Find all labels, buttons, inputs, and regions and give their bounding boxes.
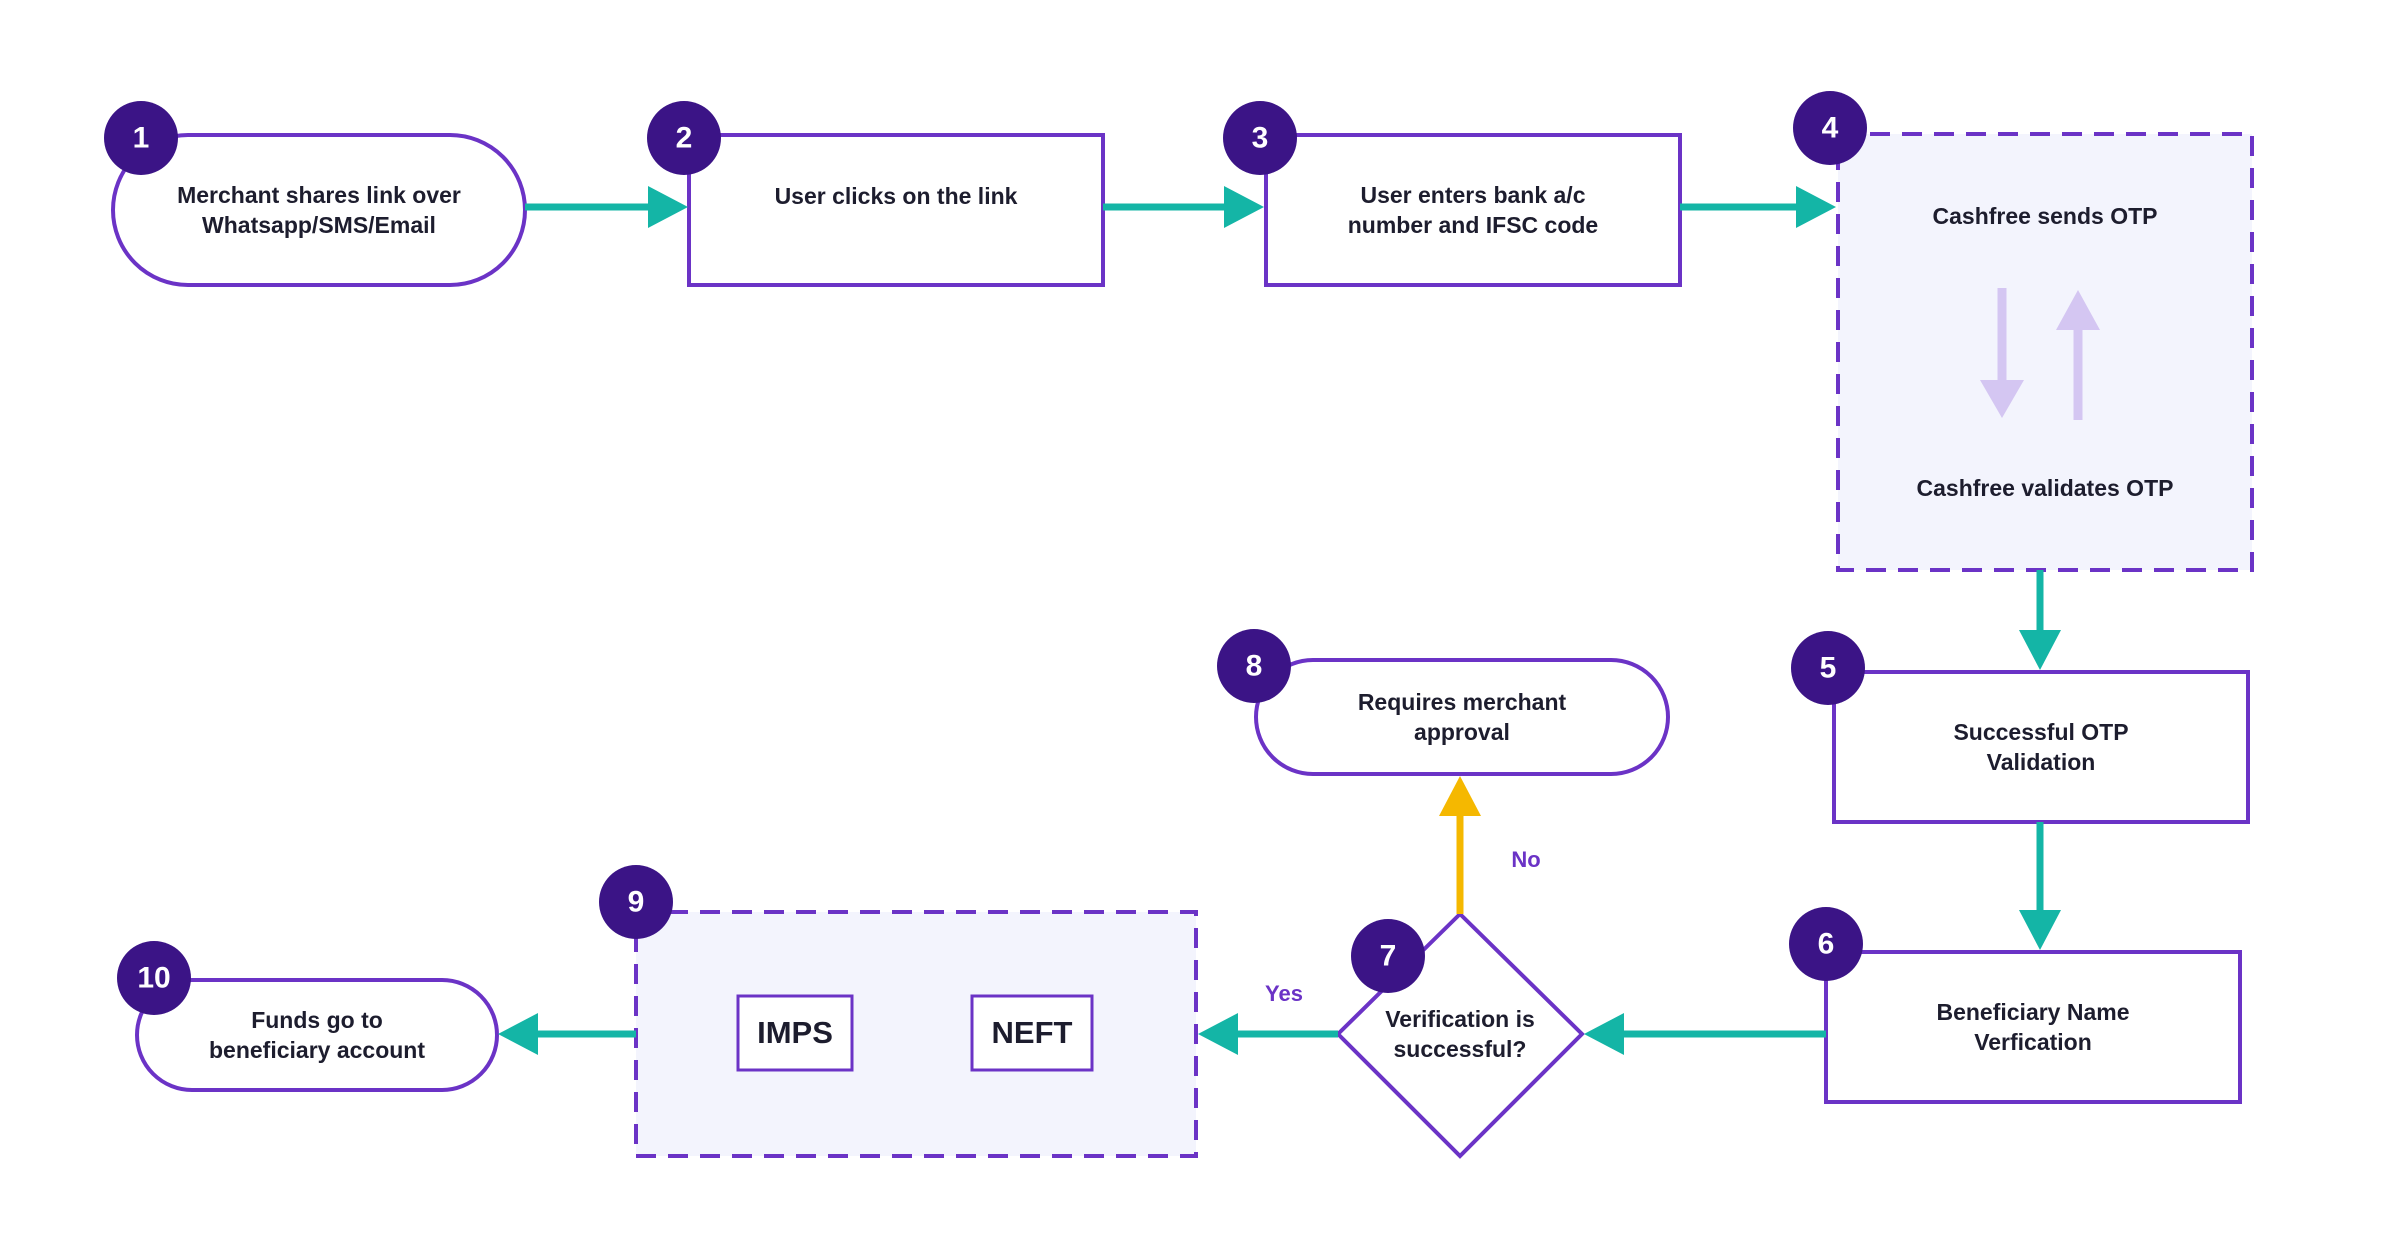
svg-text:4: 4	[1822, 112, 1839, 145]
arrow-4-to-5	[2019, 570, 2061, 670]
step-8-badge: 8	[1217, 629, 1291, 703]
step-10-badge: 10	[117, 941, 191, 1015]
arrow-2-to-3	[1103, 186, 1264, 228]
step-7-badge: 7	[1351, 919, 1425, 993]
step-8-label: Requires merchant approval	[1357, 689, 1567, 745]
step-5-node	[1832, 670, 2250, 824]
step-3-badge: 3	[1223, 101, 1297, 175]
step-10-label: Funds go to beneficiary account	[208, 1007, 426, 1063]
step-6-label: Beneficiary Name Verfication	[1936, 999, 2130, 1055]
neft-option-box	[970, 994, 1094, 1072]
step-4-bottom-label: Cashfree validates OTP	[1916, 475, 2174, 501]
arrow-9-to-10	[498, 1013, 636, 1055]
step-10-node	[135, 978, 499, 1092]
imps-option-box	[736, 994, 854, 1072]
imps-label: IMPS	[757, 1015, 833, 1050]
step-1-badge: 1	[104, 101, 178, 175]
step-9-badge: 9	[599, 865, 673, 939]
svg-text:5: 5	[1820, 652, 1837, 685]
step-4-top-label: Cashfree sends OTP	[1932, 203, 2158, 229]
step-4-badge: 4	[1793, 91, 1867, 165]
step-2-label: User clicks on the link	[774, 183, 1018, 209]
neft-label: NEFT	[991, 1015, 1073, 1050]
svg-text:2: 2	[676, 122, 693, 155]
step-3-label: User enters bank a/c number and IFSC cod…	[1347, 182, 1599, 238]
no-branch-label: No	[1511, 847, 1541, 872]
step-5-label: Successful OTP Validation	[1953, 719, 2129, 775]
svg-text:8: 8	[1246, 650, 1263, 683]
svg-text:6: 6	[1818, 928, 1835, 961]
yes-branch-label: Yes	[1265, 981, 1303, 1006]
arrow-3-to-4	[1680, 186, 1836, 228]
arrow-1-to-2	[525, 186, 688, 228]
step-2-badge: 2	[647, 101, 721, 175]
step-1-label: Merchant shares link over Whatsapp/SMS/E…	[177, 182, 461, 238]
svg-text:7: 7	[1380, 940, 1397, 973]
step-3-node	[1264, 133, 1682, 287]
svg-text:9: 9	[628, 886, 645, 919]
arrow-5-to-6	[2019, 822, 2061, 950]
step-5-badge: 5	[1791, 631, 1865, 705]
up-down-arrows-icon	[1980, 288, 2100, 420]
arrow-6-to-7	[1584, 1013, 1826, 1055]
otp-group-box	[1836, 132, 2254, 572]
step-6-node	[1824, 950, 2242, 1104]
step-7-label: Verification is successful?	[1385, 1006, 1535, 1062]
arrow-7-to-9-yes	[1198, 1013, 1338, 1055]
arrow-7-to-8-no	[1439, 776, 1481, 914]
svg-text:10: 10	[137, 962, 170, 995]
svg-text:3: 3	[1252, 122, 1269, 155]
step-8-node	[1254, 658, 1670, 776]
step-6-badge: 6	[1789, 907, 1863, 981]
transfer-modes-group-box	[634, 910, 1198, 1158]
svg-text:1: 1	[133, 122, 150, 155]
